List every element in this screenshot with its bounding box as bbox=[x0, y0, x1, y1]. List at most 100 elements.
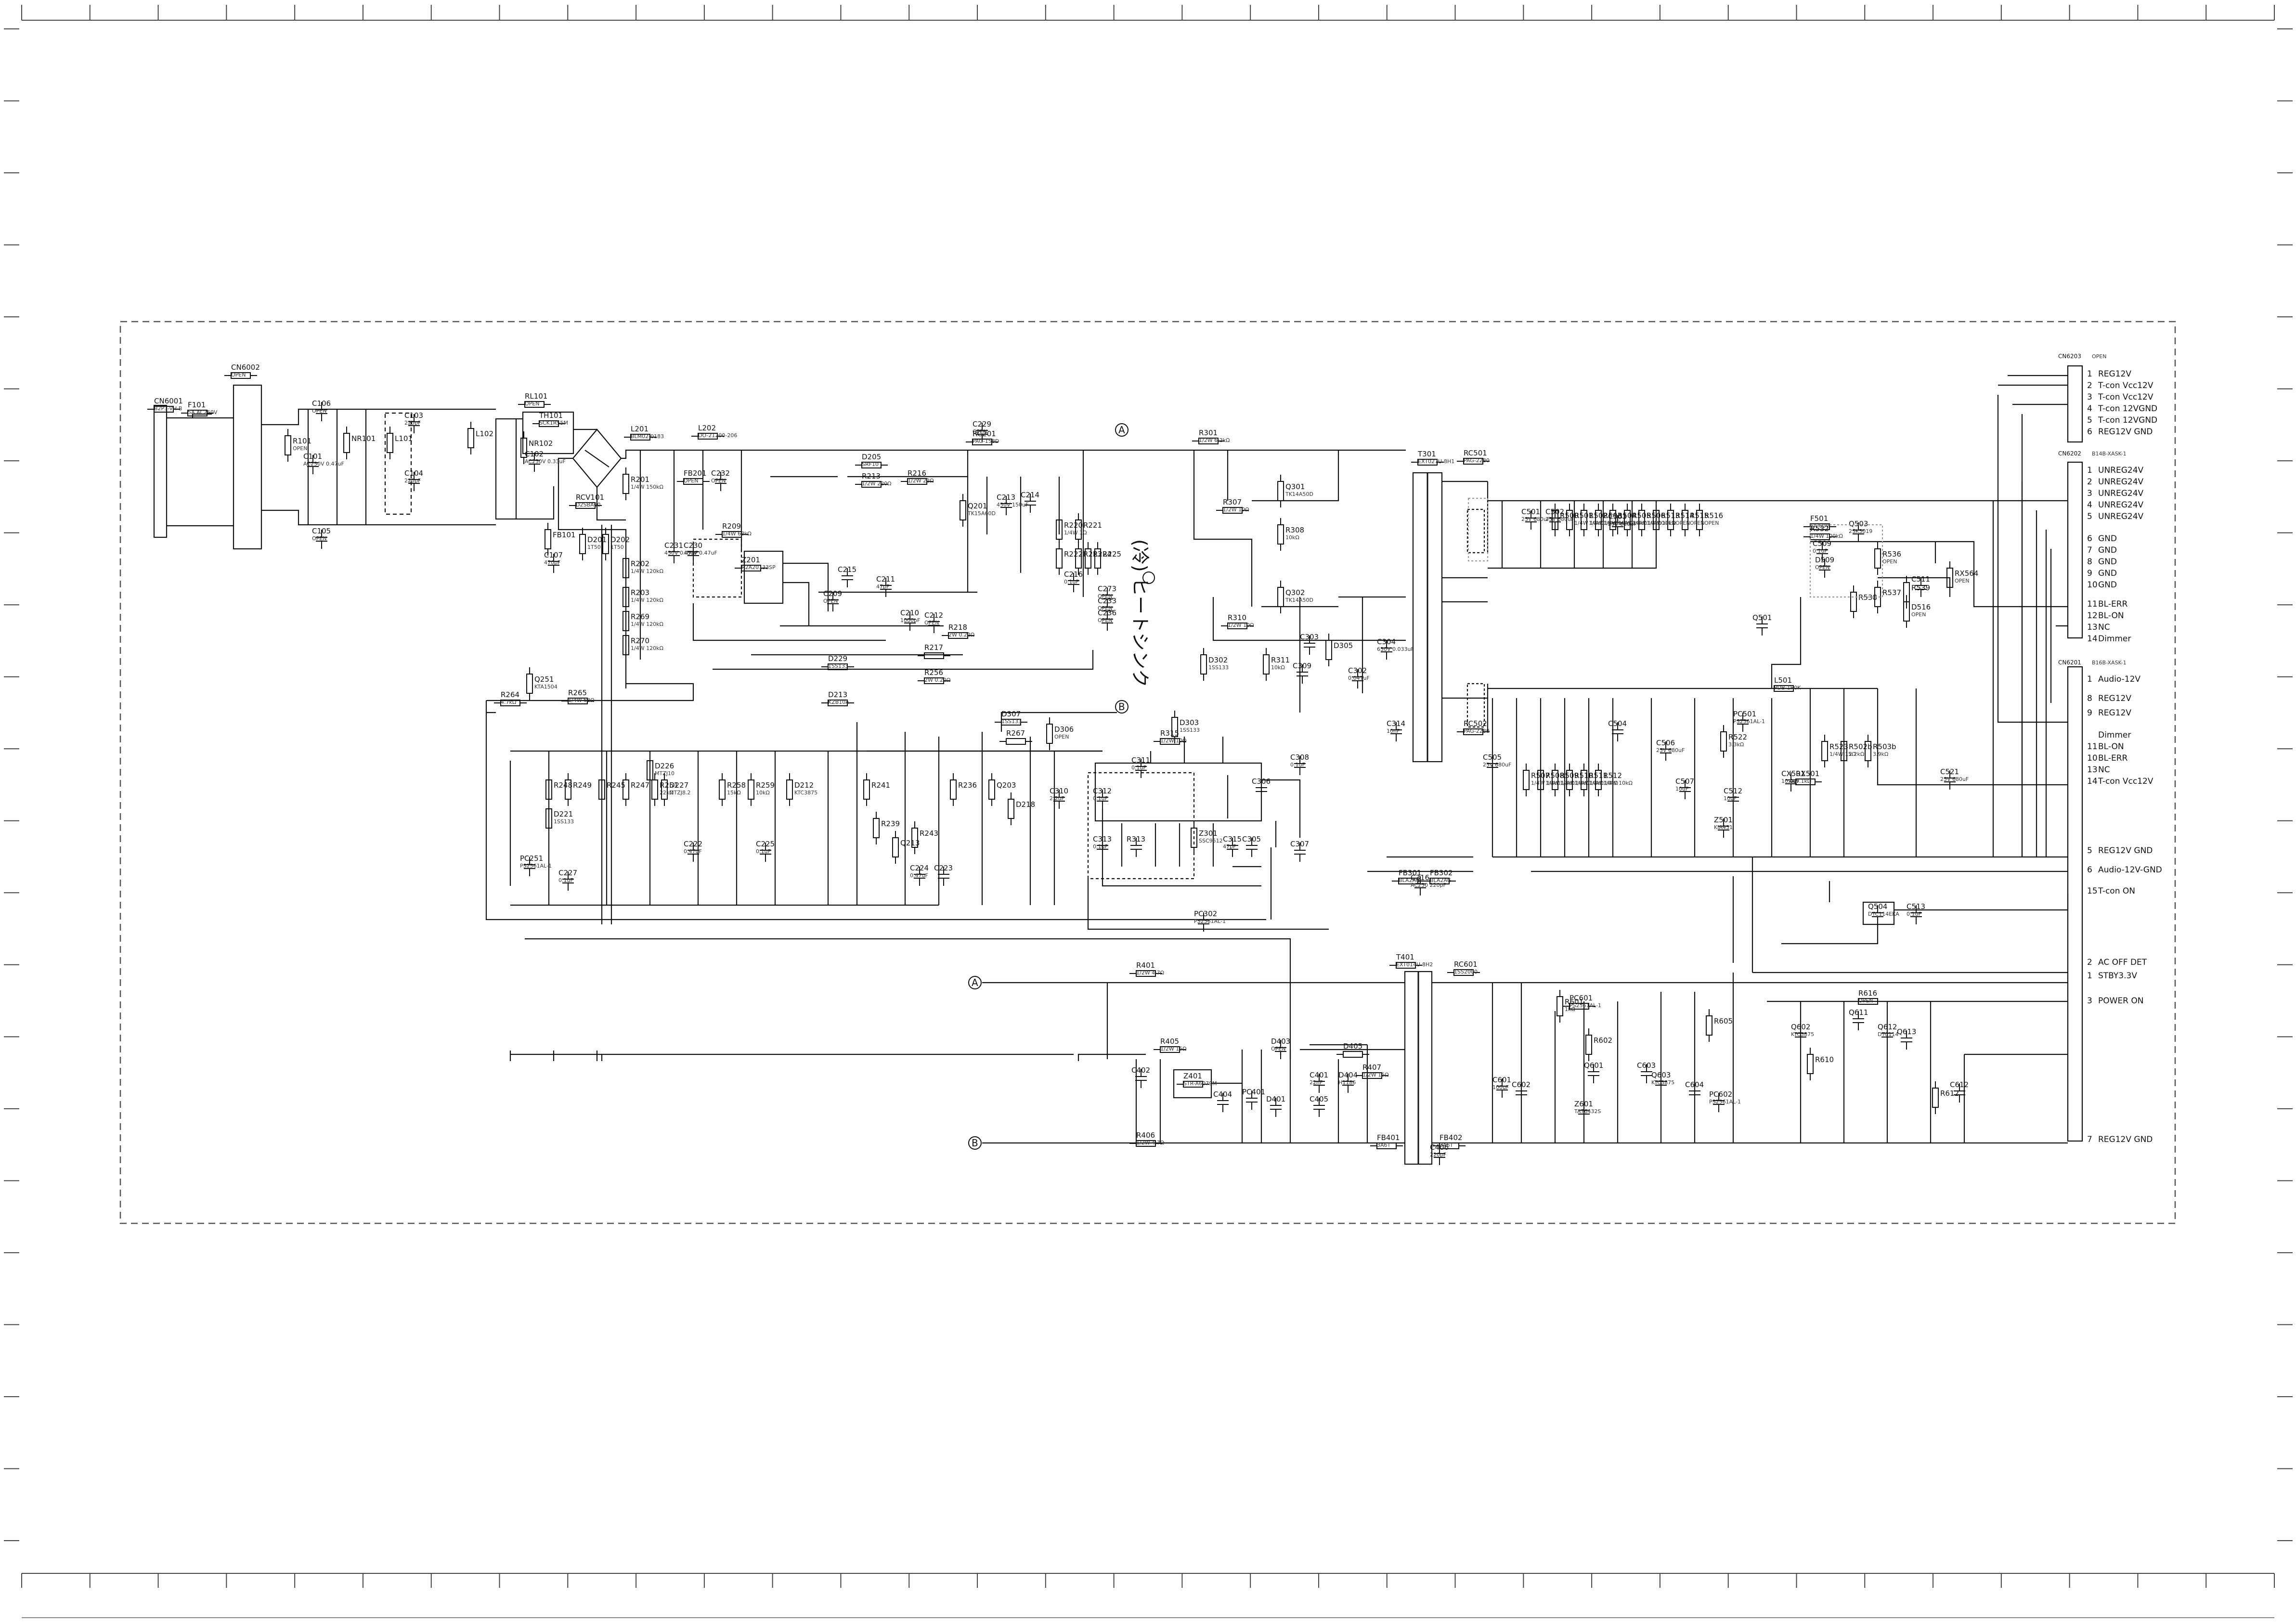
part-ref: C602 bbox=[1512, 1080, 1531, 1089]
part-value: OPEN bbox=[525, 401, 539, 407]
part-ref: C236 bbox=[1098, 609, 1116, 617]
part-ref: FB401 bbox=[1377, 1133, 1400, 1142]
part-value: 25V 680uF bbox=[1940, 776, 1969, 782]
part-ref: C507 bbox=[1675, 777, 1694, 786]
part-ref: R515 bbox=[1690, 511, 1709, 520]
pin-name: UNREG24V bbox=[2098, 489, 2144, 498]
part-r245: R245 bbox=[598, 773, 625, 806]
part-value: 1/4W 10kΩ bbox=[1574, 520, 1604, 526]
wire bbox=[1102, 809, 1261, 887]
part-ref: R239 bbox=[881, 819, 900, 828]
part-value: 3A6T bbox=[1440, 1142, 1453, 1148]
node-markers: A B A B bbox=[968, 423, 1129, 1150]
part-value: SRF10 bbox=[862, 461, 879, 467]
part-value: B2P3-VH-B bbox=[154, 405, 182, 412]
part-c405: C405 bbox=[1310, 1095, 1328, 1117]
pin-name: T-con 12VGND bbox=[2098, 415, 2157, 425]
part-ref: R514 bbox=[1675, 511, 1694, 520]
part-ref: R201 bbox=[631, 475, 649, 484]
part-value: 1/4W 150kΩ bbox=[631, 484, 663, 490]
pin-number: 8 bbox=[2087, 557, 2092, 567]
pin-name: Audio-12V-GND bbox=[2098, 865, 2162, 875]
part-ref: R523 bbox=[1829, 742, 1848, 751]
part-ref: PC602 bbox=[1709, 1090, 1732, 1099]
part-ref: C309 bbox=[1293, 662, 1311, 670]
part-ref: C105 bbox=[312, 527, 331, 535]
part-value: 100uF bbox=[1492, 1084, 1509, 1090]
part-value: 4.7kΩ bbox=[501, 699, 516, 705]
pin-number: 4 bbox=[2087, 500, 2092, 510]
part-value: 1/4W 10kΩ bbox=[1647, 520, 1676, 526]
part-ref: R507 bbox=[1531, 771, 1550, 780]
node-label: B bbox=[1118, 701, 1125, 713]
part-ref: R267 bbox=[1006, 729, 1025, 738]
wire bbox=[1212, 597, 1338, 641]
part-value: OPEN bbox=[1098, 593, 1112, 599]
part-c504: C504 bbox=[1608, 719, 1627, 741]
part-value: 0.1uF bbox=[1093, 795, 1108, 802]
pin-number: 9 bbox=[2087, 708, 2092, 718]
part-value: 15kΩ bbox=[727, 790, 741, 796]
part-r610: R610 bbox=[1807, 1048, 1834, 1080]
part-ref: R202 bbox=[631, 559, 649, 568]
part-value: 3A6T bbox=[1377, 1142, 1391, 1148]
pin-name: Dimmer bbox=[2098, 634, 2131, 644]
pin-name: UNREG24V bbox=[2098, 512, 2144, 521]
part-value: PDB-1R0K bbox=[1774, 685, 1801, 691]
pin-name: REG12V bbox=[2098, 708, 2131, 718]
part-d405: D405 bbox=[1336, 1042, 1369, 1058]
part-value: 2.2uF bbox=[1050, 795, 1064, 802]
part-ref: R258 bbox=[727, 781, 746, 790]
part-ref: R532 bbox=[1810, 524, 1829, 533]
part-value: 0.1uF bbox=[558, 877, 573, 883]
part-ref: D303 bbox=[1180, 718, 1199, 727]
part-value: 1/4W 10kΩ bbox=[1589, 780, 1618, 786]
part-ref: R310 bbox=[1228, 613, 1246, 622]
part-ref: R503b bbox=[1873, 742, 1896, 751]
part-value: D2SBA60 bbox=[576, 502, 601, 508]
part-ref: RCV101 bbox=[576, 493, 604, 502]
part-value: OPEN bbox=[711, 478, 726, 484]
part-ref: C402 bbox=[1131, 1066, 1150, 1075]
part-ref: C511 bbox=[1911, 575, 1930, 584]
part-ref: FB402 bbox=[1440, 1133, 1463, 1142]
part-ref: C222 bbox=[684, 840, 702, 848]
part-ref: RX501 bbox=[1796, 769, 1819, 778]
part-r223: R223 bbox=[1075, 542, 1102, 575]
part-value: 1/4W 68kΩ bbox=[722, 531, 752, 537]
pin-name: T-con Vcc12V bbox=[2098, 392, 2153, 402]
part-value: OPEN bbox=[1675, 520, 1690, 526]
part-ref: C612 bbox=[1950, 1080, 1969, 1089]
part-ref: C231 bbox=[664, 541, 683, 550]
part-value: 10nF bbox=[1387, 728, 1400, 734]
cn6201-pin-9: 9 REG12V bbox=[2087, 708, 2131, 718]
pin-name: T-con ON bbox=[2098, 886, 2135, 896]
part-ref: R513 bbox=[1661, 511, 1680, 520]
part-value: OPEN bbox=[1271, 1046, 1285, 1052]
